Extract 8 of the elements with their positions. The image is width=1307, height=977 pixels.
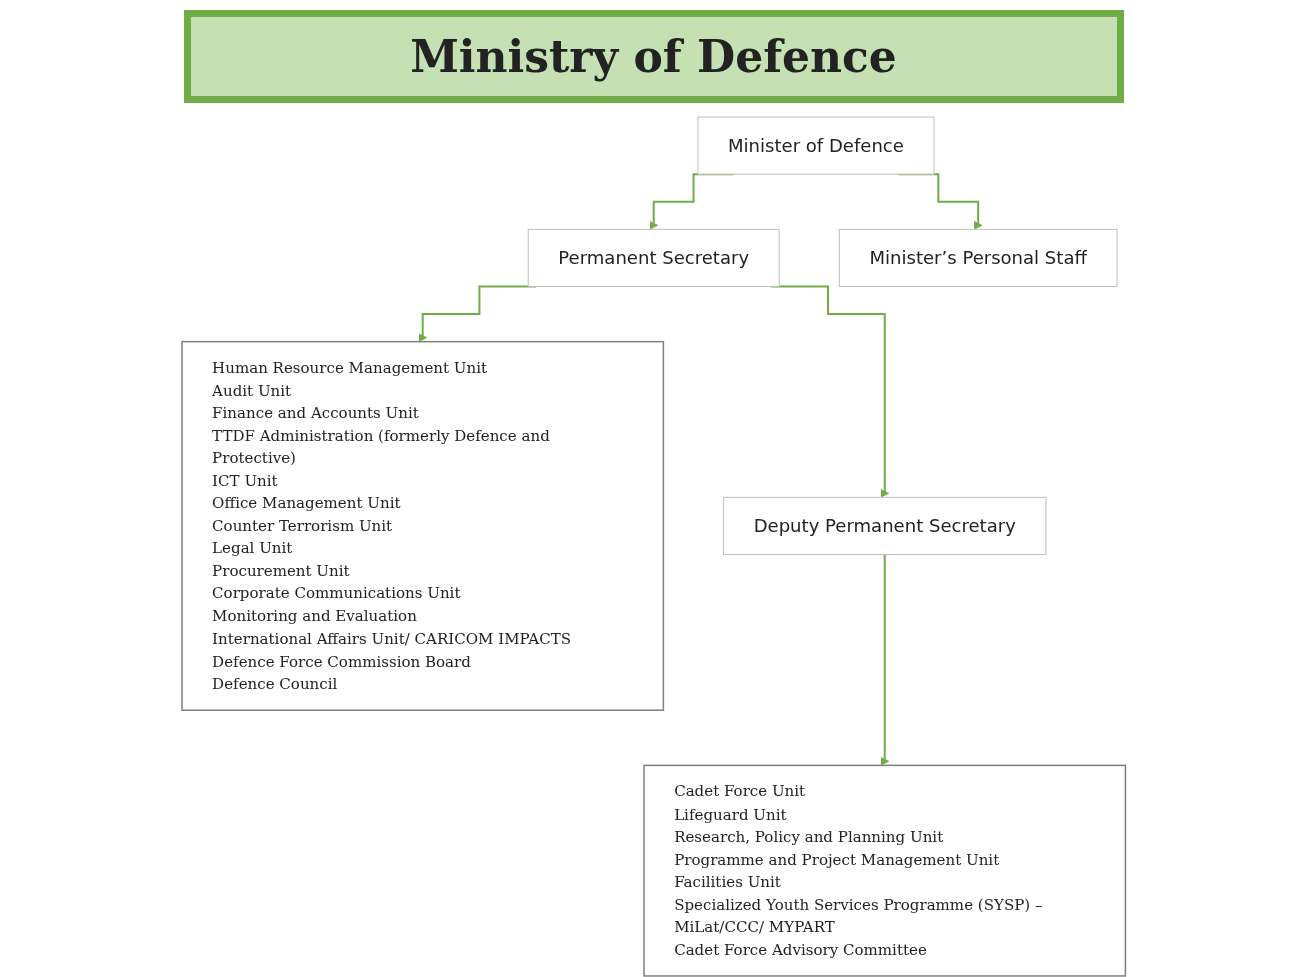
node-box: Minister’s Personal Staff <box>838 228 1118 287</box>
node-box: Human Resource Management Unit Audit Unit Finance and Accounts Unit TTDF Administration (formerly Defence and Protective) ICT Unit Office Management Unit Counter Terrorism Unit Legal Unit Procurement Unit Corporate Communications Unit Monitoring and Evaluation International Affairs Unit/ CARICOM IMPACTS Defence Force Commission Board Defence Council <box>181 340 664 711</box>
node-box: Permanent Secretary <box>527 228 780 287</box>
node-box: Cadet Force Unit Lifeguard Unit Research, Policy and Planning Unit Programme and Project Management Unit Facilities Unit Specialized Youth Services Programme (SYSP) – MiLat/CCC/ MYPART Cadet Force Advisory Committee <box>643 764 1126 977</box>
node-box: Deputy Permanent Secretary <box>722 496 1047 555</box>
title-banner: Ministry of Defence <box>183 10 1124 103</box>
node-box: Minister of Defence <box>697 116 935 175</box>
arrow <box>880 553 889 766</box>
